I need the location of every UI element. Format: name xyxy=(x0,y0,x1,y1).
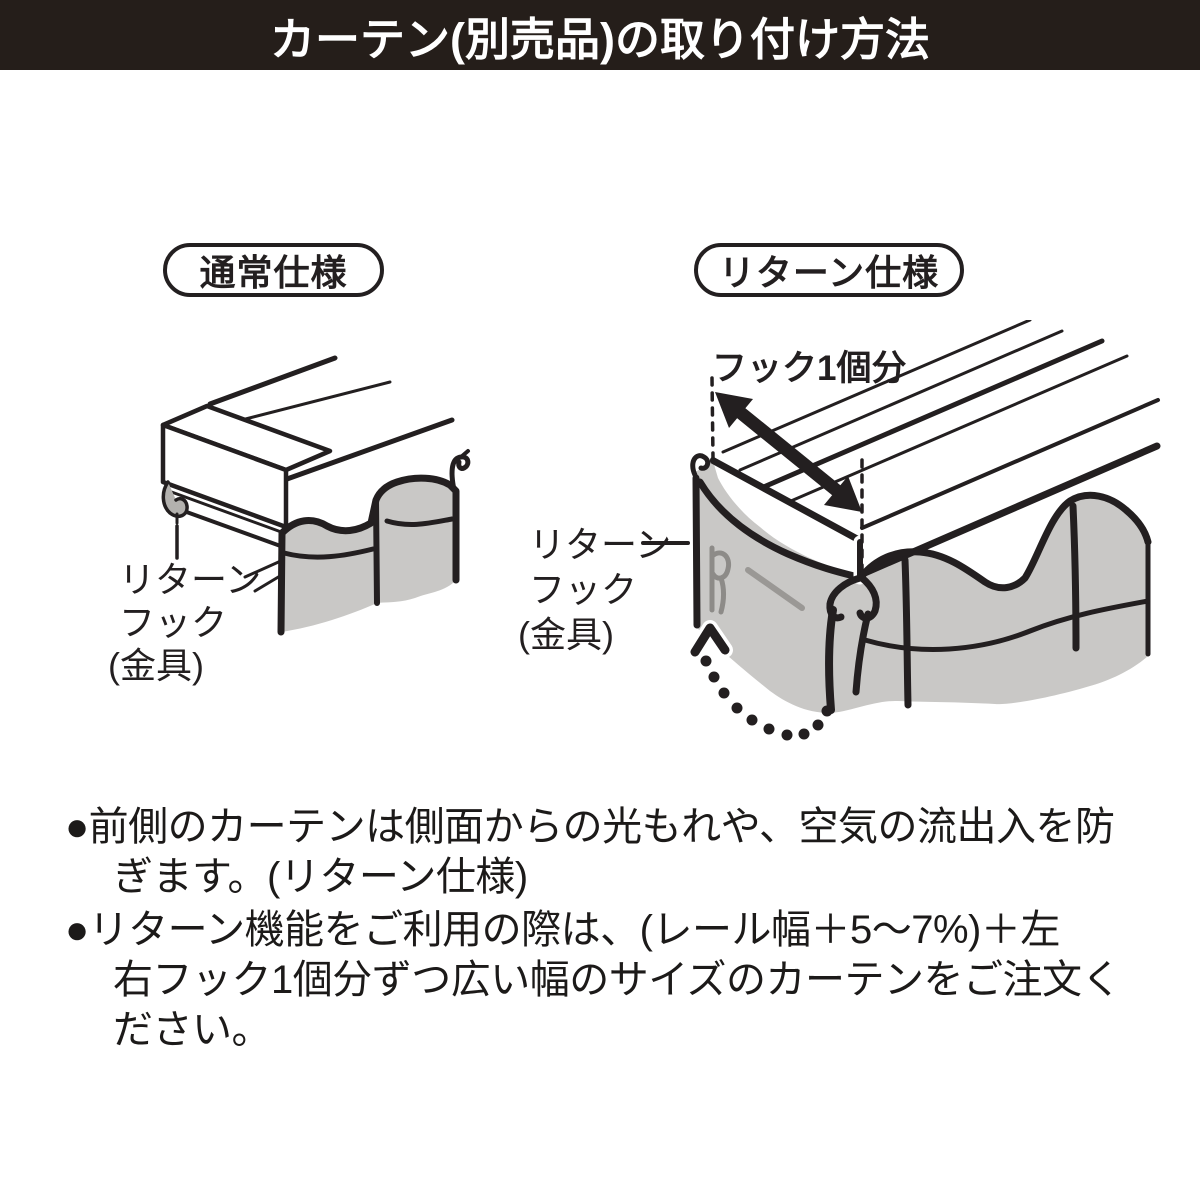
return-hook xyxy=(161,480,189,518)
wrap-arrow-head xyxy=(690,623,730,657)
label-return-spec: リターン仕様 xyxy=(694,243,964,297)
measure-arrow-shaft xyxy=(734,406,843,497)
curtain-left-edge xyxy=(277,529,286,636)
normal-spec-illustration xyxy=(160,355,471,636)
curtain-crease xyxy=(862,598,1151,652)
measure-arrow-head xyxy=(715,392,753,428)
rail-band-top xyxy=(860,398,1160,530)
curtain-knot-tail xyxy=(852,610,872,696)
page-title: カーテン(別売品)の取り付け方法 xyxy=(270,13,930,65)
title-bar: カーテン(別売品)の取り付け方法 xyxy=(0,0,1200,70)
curtain-fold-line xyxy=(901,556,912,709)
curtain-curl xyxy=(449,454,471,493)
return-spec-illustration xyxy=(641,320,1161,741)
notes: ●前側のカーテンは側面からの光もれや、空気の流出入を防 ぎます。(リターン仕様)… xyxy=(65,802,1155,1058)
measure-dashed-line xyxy=(710,376,715,460)
hook-width-label: フック1個分 xyxy=(712,349,907,388)
note-light-leak: ●前側のカーテンは側面からの光もれや、空気の流出入を防 ぎます。(リターン仕様) xyxy=(65,805,1115,899)
curtain-curl xyxy=(459,449,470,459)
curtain-knot-tail xyxy=(824,606,837,714)
curtain-left-edge xyxy=(692,474,701,629)
curtain-fold-line xyxy=(373,497,380,606)
curtain-fold-line xyxy=(1069,502,1080,652)
curtain-crease xyxy=(384,516,455,527)
rail-lower-lip xyxy=(164,488,286,535)
rail-track-line xyxy=(721,320,1032,454)
return-hook xyxy=(709,545,732,615)
wrap-arrow-dots xyxy=(700,655,833,741)
rail-front-face xyxy=(713,461,860,577)
rail-lower-lip xyxy=(168,504,288,550)
rail-face-top-edge xyxy=(710,458,863,544)
return-hook-label-right: リターン フック (金具) xyxy=(518,524,672,655)
rail-track-line xyxy=(284,417,455,482)
curtain-curl xyxy=(690,453,711,478)
label-normal-spec: 通常仕様 xyxy=(163,243,384,297)
note-order-size: ●リターン機能をご利用の際は、(レール幅＋5〜7%)＋左 右フック1個分ずつ広い… xyxy=(65,908,1122,1052)
curtain-shadow-crease xyxy=(745,567,805,611)
curtain-knot xyxy=(826,574,864,622)
rail-track-line xyxy=(738,329,1064,472)
curtain-fill xyxy=(281,478,456,632)
curtain-top-edge xyxy=(858,491,1152,592)
curtain-knot xyxy=(856,574,880,622)
return-hook-label-left: リターン フック (金具) xyxy=(108,559,262,686)
rail-track-line xyxy=(207,355,338,407)
measure-arrow-head xyxy=(824,476,862,512)
curtain-sag-edge xyxy=(696,478,862,581)
curtain-crease xyxy=(281,546,376,560)
